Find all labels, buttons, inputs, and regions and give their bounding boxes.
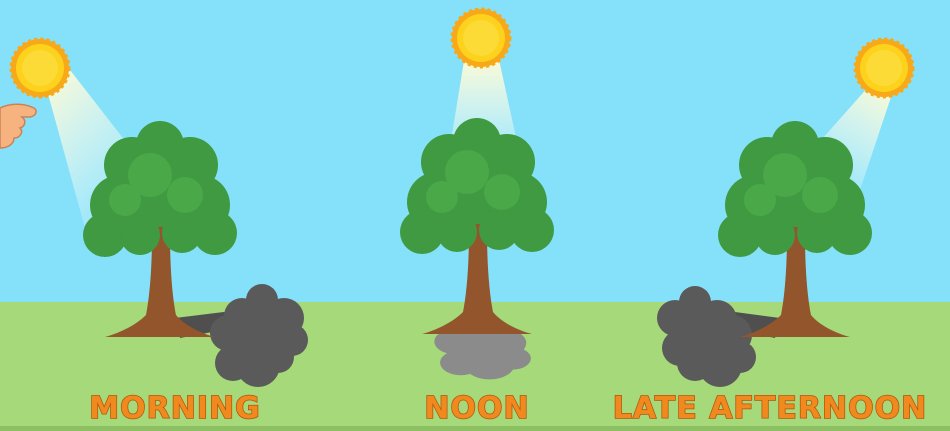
label-late-afternoon: LATE AFTERNOON [613,391,927,426]
label-morning: MORNING [89,391,260,426]
sun-icon [11,39,69,97]
ground-edge [0,426,950,431]
label-noon: NOON [424,391,529,426]
sun-icon [452,9,510,67]
sun-icon [855,39,913,97]
